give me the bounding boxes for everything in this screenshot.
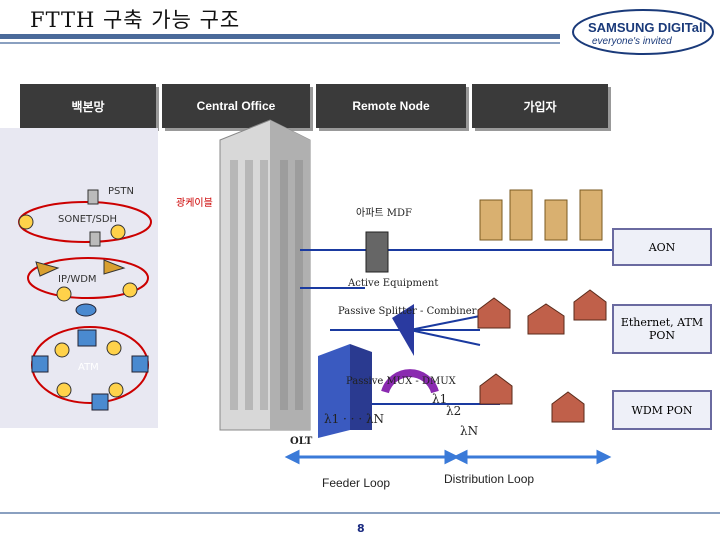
atm-switch xyxy=(131,355,149,373)
aon-label: AON xyxy=(648,240,676,254)
switch-node xyxy=(56,286,72,302)
switch-node xyxy=(56,382,72,398)
active-equipment-box xyxy=(365,231,389,273)
switch-node xyxy=(110,224,126,240)
active-equipment-label: Active Equipment xyxy=(348,278,439,289)
title-divider-thin xyxy=(0,42,560,44)
apartment-building xyxy=(579,189,603,241)
switch-node xyxy=(106,340,122,356)
atm-label: ATM xyxy=(78,362,99,373)
logo-frame xyxy=(572,9,714,55)
apartment-building xyxy=(509,189,533,241)
footer-divider xyxy=(0,512,720,514)
router-node xyxy=(103,259,126,275)
olt-label: OLT xyxy=(290,436,313,447)
olt-rack xyxy=(318,344,372,438)
sonet-label: SONET/SDH xyxy=(58,214,118,225)
page-title: FTTH 구축 가능 구조 xyxy=(30,8,241,32)
mux-rainbow xyxy=(381,369,439,394)
lambda2-label: λ2 xyxy=(446,404,462,418)
switch-node xyxy=(18,214,34,230)
switch-node xyxy=(54,342,70,358)
logo-text: SAMSUNG DIGITall xyxy=(588,20,707,35)
header-central-office: Central Office xyxy=(162,84,310,128)
ethernet-atm-pon-box: Ethernet, ATM PON xyxy=(612,304,712,354)
feeder-loop-label: Feeder Loop xyxy=(322,476,391,490)
fiber-split xyxy=(409,315,481,331)
ethernet-atm-pon-label: Ethernet, ATM PON xyxy=(620,316,704,342)
passive-splitter-label: Passive Splitter - Combiner xyxy=(338,306,477,317)
mdf-label: 아파트 MDF xyxy=(356,208,412,219)
ipwdm-ring xyxy=(27,257,149,299)
switch-node xyxy=(108,382,124,398)
page-number: 8 xyxy=(357,522,365,535)
apartment-building xyxy=(544,199,568,241)
atm-switch xyxy=(31,355,49,373)
title-divider xyxy=(0,34,560,39)
header-backbone: 백본망 xyxy=(20,84,156,128)
exchange-label: 광케이블 xyxy=(176,198,213,209)
ipwdm-label: IP/WDM xyxy=(58,274,97,285)
pstn-label: PSTN xyxy=(108,186,134,197)
central-office-building xyxy=(219,119,311,431)
header-remote-node: Remote Node xyxy=(316,84,466,128)
header-subscriber: 가입자 xyxy=(472,84,608,128)
router-node xyxy=(35,261,60,277)
pstn-switch xyxy=(87,189,99,205)
house-icon xyxy=(573,289,607,321)
house-icon xyxy=(551,391,585,423)
logo-tagline: everyone's invited xyxy=(592,36,672,47)
atm-switch xyxy=(75,303,97,317)
atm-switch xyxy=(77,329,97,347)
backbone-panel xyxy=(0,128,158,428)
splitter-icon xyxy=(392,304,414,356)
house-icon xyxy=(477,297,511,329)
passive-mux-label: Passive MUX - DMUX xyxy=(346,376,456,387)
distribution-loop-label: Distribution Loop xyxy=(444,472,535,486)
fiber-split xyxy=(409,329,481,346)
apartment-building xyxy=(479,199,503,241)
house-icon xyxy=(527,303,565,335)
house-icon xyxy=(479,373,513,405)
samsung-logo: SAMSUNG DIGITall everyone's invited xyxy=(566,0,720,62)
wdm-pon-box: WDM PON xyxy=(612,390,712,430)
pstn-switch xyxy=(89,231,101,247)
lambda1-label: λ1 xyxy=(432,392,448,406)
aon-box: AON xyxy=(612,228,712,266)
lambdaN-label: λN xyxy=(460,424,479,438)
atm-switch xyxy=(91,393,109,411)
wdm-pon-label: WDM PON xyxy=(631,403,693,417)
switch-node xyxy=(122,282,138,298)
lambda-range-label: λ1 · · · λN xyxy=(324,412,385,426)
